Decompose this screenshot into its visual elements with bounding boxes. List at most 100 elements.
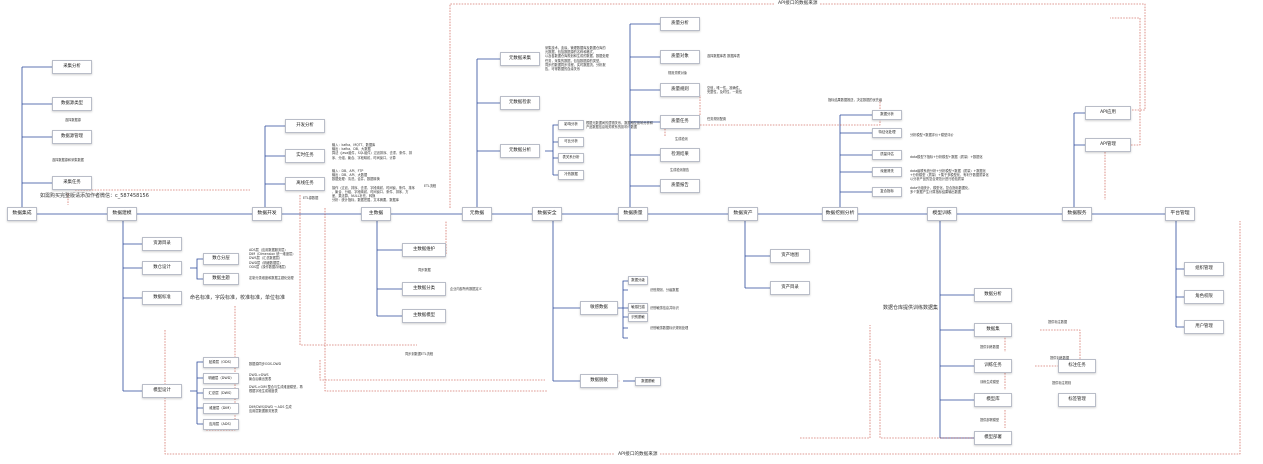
node-layer-dim[interactable]: 维度层（DIM） xyxy=(203,403,239,414)
node-master-classify[interactable]: 主数据分类 xyxy=(402,282,446,296)
note-layering: ADS层（应用数据服务层） DIM（Dimension 统一维度层） DWS层（… xyxy=(249,248,296,269)
note-master-etl: 同步到数据ETL流程 xyxy=(405,352,434,356)
top-source-banner: API接口的数据来源 xyxy=(775,0,821,6)
note-sens-manual: 识别敏感信息并标识 xyxy=(650,306,679,310)
node-q-report[interactable]: 质量报告 xyxy=(660,179,700,193)
node-ex-quality[interactable]: 质量评估 xyxy=(872,150,902,160)
node-dev-analysis[interactable]: 开发分析 xyxy=(285,119,325,133)
node-source-mgmt[interactable]: 数据源管理 xyxy=(52,130,92,144)
note-layer-ods: 数据源同步ODS-DWD xyxy=(249,362,282,366)
node-q-task[interactable]: 质量任务 xyxy=(660,115,700,129)
node-meta-field[interactable]: 冷热数据 xyxy=(558,170,584,180)
node-label-mgmt[interactable]: 标签管理 xyxy=(1058,393,1096,407)
node-q-object[interactable]: 质量对象 xyxy=(660,50,700,64)
note-q-push: 指标结果数据推送，决定数据的优先级 xyxy=(828,98,883,102)
node-sens-rules[interactable]: 数据分级 xyxy=(628,276,648,285)
node-train-dataset[interactable]: 数据集 xyxy=(974,323,1012,337)
node-data-exploration[interactable]: 数据挖掘分析 xyxy=(822,207,858,221)
note-etl-flow: ETL流程 xyxy=(424,184,437,188)
node-data-masking[interactable]: 数据脱敏 xyxy=(580,374,618,388)
node-ex-feature[interactable]: 特征化处理 xyxy=(872,128,902,138)
node-model-training[interactable]: 模型训练 xyxy=(927,207,957,221)
node-metadata[interactable]: 元数据 xyxy=(462,207,492,221)
node-master-data[interactable]: 主数据 xyxy=(361,207,391,221)
node-master-maintain[interactable]: 主数据维护 xyxy=(402,243,446,257)
node-meta-retrieve[interactable]: 元数据检索 xyxy=(500,96,540,110)
node-layering[interactable]: 数仓分层 xyxy=(203,253,239,265)
node-master-model[interactable]: 主数据模型 xyxy=(402,309,446,323)
note-q-rule-pick: 规则关联对象 xyxy=(668,71,688,75)
node-api-app[interactable]: API应用 xyxy=(1085,106,1131,120)
node-q-rule[interactable]: 质量规则 xyxy=(660,83,700,97)
node-ex-compute[interactable]: 复合指标 xyxy=(872,187,902,197)
note-subject: 定制分类维度和数据主题化处理 xyxy=(249,276,294,280)
node-collect-analysis[interactable]: 采集分析 xyxy=(52,60,92,74)
note-layer-dwd: DWD->DWS 聚合后输出宽表 xyxy=(249,373,272,382)
node-data-quality[interactable]: 数据质量 xyxy=(618,207,648,221)
node-q-analysis[interactable]: 质量分析 xyxy=(660,17,700,31)
node-layer-dws[interactable]: 汇总层（DWS） xyxy=(203,388,239,399)
node-model-design[interactable]: 模型设计 xyxy=(142,384,182,398)
node-user-mgmt[interactable]: 用户管理 xyxy=(1184,320,1224,334)
note-ex-quality: data模型下指标+分析模型+数据（质量）+数据化 xyxy=(910,155,983,159)
note-batch: 输入：DB、API、FTP 输出：DB、API、大数据 数据处理：清洗，合并，数… xyxy=(332,169,415,203)
node-meta-collect[interactable]: 元数据采集 xyxy=(500,52,540,66)
node-label-task[interactable]: 标注任务 xyxy=(1058,359,1096,373)
node-layer-ods[interactable]: 贴源层（ODS） xyxy=(203,357,239,368)
note-q-rule: 空值，唯一性，准确性， 完整性，及时性，一致性 xyxy=(707,86,743,95)
node-ex-modeling[interactable]: 数据分析 xyxy=(872,110,902,120)
node-meta-lineage[interactable]: 可比分析 xyxy=(558,137,584,147)
note-layer-dim: DIM/DWS/DWD → ADS 生成 应用层数据服务宽表 xyxy=(249,405,292,414)
node-meta-table[interactable]: 表关系分析 xyxy=(558,153,584,163)
node-sens-scan[interactable]: 敏感扫描 xyxy=(628,303,648,312)
bottom-source-banner: API接口的数据来源 xyxy=(615,451,661,457)
node-data-modeling[interactable]: 数据建模 xyxy=(107,207,137,221)
node-batch-task[interactable]: 离线任务 xyxy=(285,177,325,191)
node-asset-catalog[interactable]: 资产目录 xyxy=(770,281,810,295)
note-sens-policy: 识别敏感数据标识规则处理 xyxy=(650,326,689,330)
node-masking-sub[interactable]: 数据脱敏 xyxy=(635,377,661,386)
note-etl-source: ETL源数据 xyxy=(303,196,319,200)
note-layer-dws: DWS->DIM 整合与生成维度模型，再 根据字段生成维度表 xyxy=(249,385,303,394)
note-provide-train: 提供训练数据 xyxy=(980,345,1000,349)
node-meta-impact[interactable]: 影响分析 xyxy=(558,120,584,130)
node-asset-map[interactable]: 资产地图 xyxy=(770,249,810,263)
node-data-service[interactable]: 数据服务 xyxy=(1062,207,1092,221)
node-org-mgmt[interactable]: 组织管理 xyxy=(1184,262,1224,276)
node-layer-ads[interactable]: 应用层（ADS） xyxy=(203,419,239,430)
note-q-task: 任务规则配置 xyxy=(707,117,727,121)
note-realtime: 输入：kafka、MQTT、数据库 输出：kafka、DB、大数据 算法（jav… xyxy=(332,143,412,160)
node-warehouse-design[interactable]: 数仓设计 xyxy=(142,261,182,275)
node-train-model-lib[interactable]: 模型库 xyxy=(974,393,1012,407)
node-data-security[interactable]: 数据安全 xyxy=(532,207,562,221)
node-realtime-task[interactable]: 实时任务 xyxy=(285,149,325,163)
note-meta-collect: 采集技术，血缘，管理数据库及数据仓库的 元数据，包括数据源的名称和格式， 以及各… xyxy=(545,46,609,72)
node-ex-cleanse[interactable]: 深度清洗 xyxy=(872,167,902,177)
node-role-perm[interactable]: 角色权限 xyxy=(1184,290,1224,304)
node-data-standard[interactable]: 数据标准 xyxy=(142,291,182,305)
node-meta-analysis[interactable]: 元数据分析 xyxy=(500,144,540,158)
node-layer-dwd[interactable]: 明细层（DWD） xyxy=(203,373,239,384)
node-q-result[interactable]: 检测结果 xyxy=(660,148,700,162)
node-data-dev[interactable]: 数据开发 xyxy=(252,207,282,221)
node-platform-mgmt[interactable]: 平台管理 xyxy=(1165,207,1195,221)
note-sens-process: 识别规则、分级数据 xyxy=(650,288,679,292)
node-train-analysis[interactable]: 数据分析 xyxy=(974,288,1012,302)
node-collect-task[interactable]: 采集任务 xyxy=(52,176,92,190)
node-data-integration[interactable]: 数据集成 xyxy=(7,207,37,221)
note-master-sync: 同步数据 xyxy=(418,268,431,272)
node-data-assets[interactable]: 数据资产 xyxy=(728,207,758,221)
note-contact: 如需购买完整版请添加作者微信：c_58745815​6 xyxy=(40,193,149,199)
node-train-deploy[interactable]: 模型部署 xyxy=(974,431,1012,445)
node-subject[interactable]: 数据主题 xyxy=(203,273,239,285)
node-resource-dir[interactable]: 资源目录 xyxy=(142,237,182,251)
note-q-result: 生成检测 xyxy=(675,137,688,141)
node-sens-audit[interactable]: 识别脱敏 xyxy=(628,313,648,322)
note-ex-compute: data分组统计，模型化，复合指标数据化， 多个数据产生计算指标结果输出数据 xyxy=(910,186,972,195)
node-train-task[interactable]: 训练任务 xyxy=(974,359,1012,373)
note-deploy: 提供部署模型 xyxy=(980,418,1000,422)
node-api-mgmt[interactable]: API管理 xyxy=(1085,138,1131,152)
node-sensitive-data[interactable]: 敏感数据 xyxy=(580,301,618,315)
node-source-types[interactable]: 数据源类型 xyxy=(52,97,92,111)
